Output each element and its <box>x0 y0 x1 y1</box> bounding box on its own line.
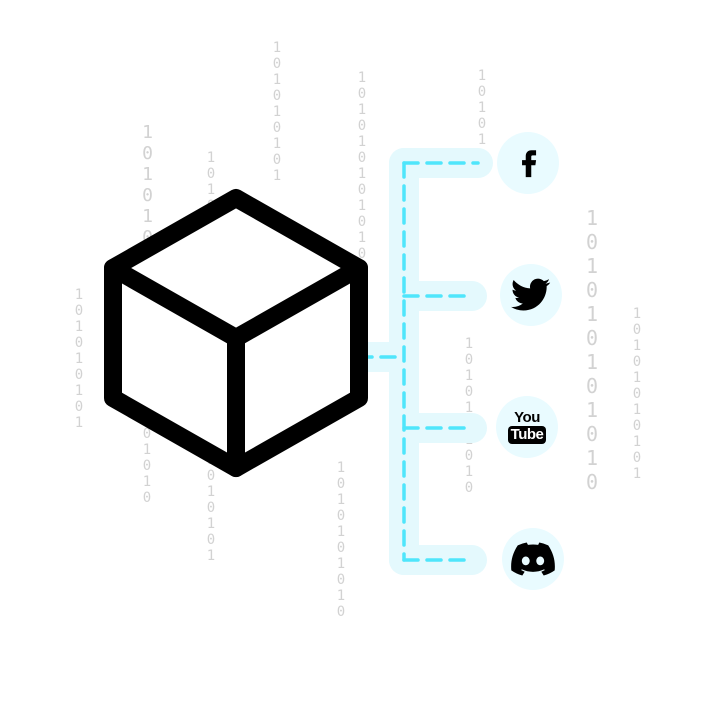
binary-column-10: 10101010101 <box>629 306 645 482</box>
youtube-tube-text: Tube <box>507 426 547 444</box>
facebook-icon[interactable] <box>497 132 559 194</box>
youtube-you-text: You <box>514 409 540 426</box>
binary-column-5: 101010101 <box>269 40 285 184</box>
discord-icon[interactable] <box>502 528 564 590</box>
twitter-icon[interactable] <box>500 264 562 326</box>
binary-column-6: 101010101010 <box>354 70 370 262</box>
youtube-icon[interactable]: You Tube <box>496 396 558 458</box>
binary-column-7: 1010101010 <box>333 460 349 620</box>
binary-column-11: 101010101010 <box>580 206 604 494</box>
binary-column-1: 101010101 <box>71 287 87 431</box>
